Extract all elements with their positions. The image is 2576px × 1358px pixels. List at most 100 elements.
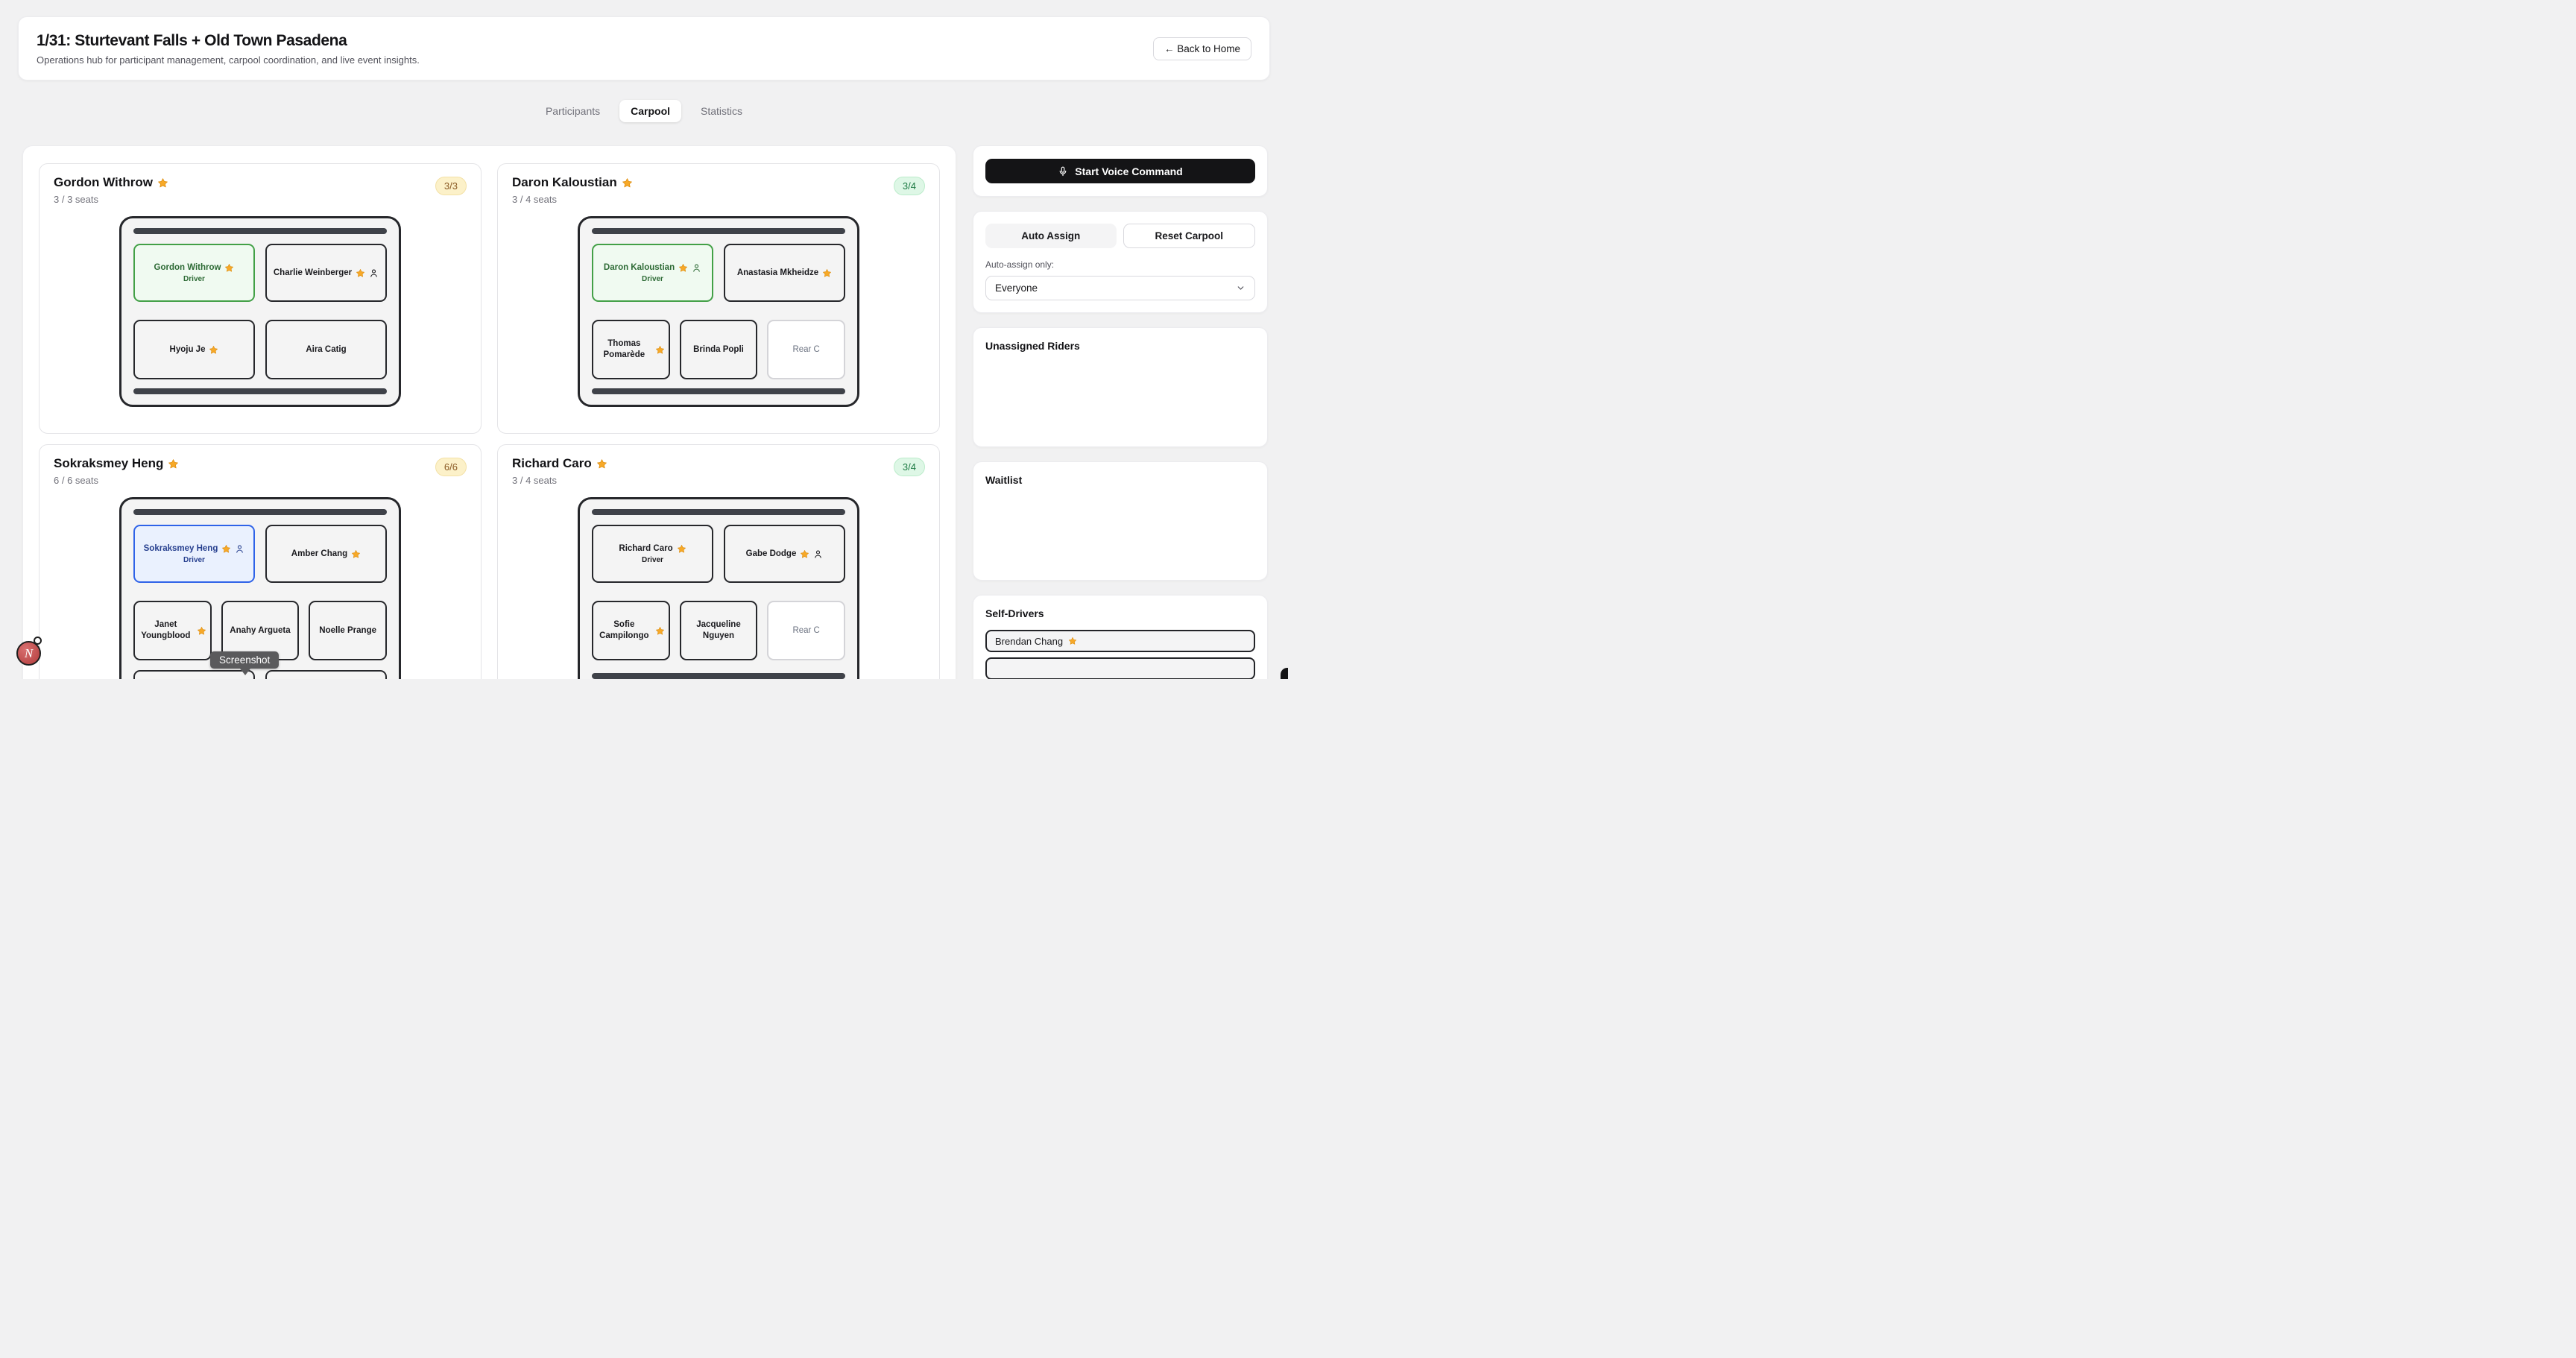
car-card-header: Richard Caro 3 / 4 seats 3/4 <box>512 456 925 486</box>
capacity-badge: 3/3 <box>435 177 467 195</box>
seat-driver[interactable]: Sokraksmey Heng Driver <box>133 525 255 583</box>
rear-window-bar <box>592 673 845 679</box>
star-icon <box>822 268 832 278</box>
car-card-header: Daron Kaloustian 3 / 4 seats 3/4 <box>512 175 925 205</box>
car-card-gordon-withrow: Gordon Withrow 3 / 3 seats 3/3 Gordon Wi… <box>39 163 482 434</box>
waitlist-title: Waitlist <box>985 474 1023 486</box>
tab-statistics[interactable]: Statistics <box>692 100 751 122</box>
rear-window-bar <box>592 388 845 394</box>
content-area: Gordon Withrow 3 / 3 seats 3/3 Gordon Wi… <box>22 145 1268 679</box>
self-drivers-title: Self-Drivers <box>985 607 1044 619</box>
car-card-daron-kaloustian: Daron Kaloustian 3 / 4 seats 3/4 Daron K… <box>497 163 940 434</box>
car-card-sokraksmey-heng: Sokraksmey Heng 6 / 6 seats 6/6 Sokraksm… <box>39 444 482 679</box>
front-seat-row: Sokraksmey Heng Driver Amber Chang <box>133 525 387 583</box>
seat-middle-center[interactable]: Jacqueline Nguyen <box>679 601 758 660</box>
self-drivers-card: Self-Drivers Brendan Chang <box>973 595 1268 679</box>
car-card-header: Sokraksmey Heng 6 / 6 seats 6/6 <box>54 456 467 486</box>
star-icon <box>677 544 686 554</box>
seat-front-passenger[interactable]: Anastasia Mkheidze <box>724 244 845 302</box>
seat-front-passenger[interactable]: Charlie Weinberger <box>265 244 387 302</box>
star-icon <box>678 263 688 273</box>
driver-label: Driver <box>642 556 663 565</box>
auto-assign-button[interactable]: Auto Assign <box>985 224 1117 248</box>
seat-rear-middle[interactable]: Brinda Popli <box>679 320 758 379</box>
seat-rear-left[interactable]: Thomas Pomarède <box>592 320 670 379</box>
windshield-bar <box>133 228 387 234</box>
presence-dot <box>34 637 42 645</box>
tab-carpool[interactable]: Carpool <box>619 100 682 122</box>
rear-window-bar <box>133 388 387 394</box>
seat-middle-left[interactable]: Janet Youngblood <box>133 601 212 660</box>
chevron-down-icon <box>1236 283 1246 293</box>
star-icon <box>209 345 218 355</box>
seat-rear-right-empty[interactable]: Rear C <box>767 320 845 379</box>
car-seats-label: 3 / 3 seats <box>54 194 98 205</box>
seat-driver[interactable]: Richard Caro Driver <box>592 525 713 583</box>
car-diagram: Gordon Withrow Driver Charlie Weinberger <box>119 216 401 407</box>
self-driver-item-partial[interactable] <box>985 657 1255 679</box>
auto-assign-card: Auto Assign Reset Carpool Auto-assign on… <box>973 211 1268 313</box>
star-icon <box>622 177 633 189</box>
self-driver-item[interactable]: Brendan Chang <box>985 630 1255 652</box>
reset-carpool-button[interactable]: Reset Carpool <box>1123 224 1255 248</box>
seat-rear-partial[interactable] <box>133 670 255 679</box>
auto-assign-only-label: Auto-assign only: <box>985 259 1055 270</box>
carpool-operations-page: 1/31: Sturtevant Falls + Old Town Pasade… <box>0 0 1288 679</box>
star-icon <box>351 549 361 559</box>
car-title: Sokraksmey Heng <box>54 456 179 471</box>
car-card-header: Gordon Withrow 3 / 3 seats 3/3 <box>54 175 467 205</box>
microphone-icon <box>1058 166 1068 177</box>
seat-front-passenger[interactable]: Amber Chang <box>265 525 387 583</box>
seat-middle-right[interactable]: Noelle Prange <box>309 601 387 660</box>
seat-middle-left[interactable]: Sofie Campilongo <box>592 601 670 660</box>
corner-widget[interactable] <box>1281 668 1288 679</box>
car-diagram: Daron Kaloustian Driver Anastasia Mkheid… <box>578 216 859 407</box>
star-icon <box>157 177 168 189</box>
seat-driver[interactable]: Gordon Withrow Driver <box>133 244 255 302</box>
car-title: Richard Caro <box>512 456 607 471</box>
seat-rear-left[interactable]: Hyoju Je <box>133 320 255 379</box>
star-icon <box>224 263 234 273</box>
rear-seat-row-partial <box>133 670 387 679</box>
windshield-bar <box>592 509 845 515</box>
auto-assign-scope-select[interactable]: Everyone <box>985 276 1255 300</box>
page-subtitle: Operations hub for participant managemen… <box>37 54 420 66</box>
driver-label: Driver <box>642 275 663 284</box>
car-seats-label: 3 / 4 seats <box>512 475 557 486</box>
seat-rear-right[interactable]: Aira Catig <box>265 320 387 379</box>
seat-middle-center[interactable]: Anahy Argueta <box>221 601 300 660</box>
seat-front-passenger[interactable]: Gabe Dodge <box>724 525 845 583</box>
capacity-badge: 6/6 <box>435 458 467 476</box>
front-seat-row: Gordon Withrow Driver Charlie Weinberger <box>133 244 387 302</box>
seat-rear-partial[interactable] <box>265 670 387 679</box>
person-icon <box>369 268 379 278</box>
car-diagram: Sokraksmey Heng Driver Amber Chang <box>119 497 401 679</box>
tab-bar: Participants Carpool Statistics <box>0 100 1288 122</box>
back-to-home-button[interactable]: ← Back to Home <box>1152 37 1251 60</box>
star-icon <box>356 268 365 278</box>
presence-bubble[interactable]: N <box>16 641 41 666</box>
screenshot-tooltip: Screenshot <box>210 651 280 675</box>
tab-participants[interactable]: Participants <box>537 100 609 122</box>
star-icon <box>596 458 607 470</box>
seat-middle-right-empty[interactable]: Rear C <box>767 601 845 660</box>
car-seats-label: 3 / 4 seats <box>512 194 557 205</box>
start-voice-command-button[interactable]: Start Voice Command <box>985 159 1255 183</box>
header: 1/31: Sturtevant Falls + Old Town Pasade… <box>18 16 1270 80</box>
capacity-badge: 3/4 <box>893 458 925 476</box>
waitlist-card: Waitlist <box>973 461 1268 581</box>
star-icon <box>168 458 179 470</box>
star-icon <box>1068 637 1077 645</box>
seat-driver[interactable]: Daron Kaloustian Driver <box>592 244 713 302</box>
star-icon <box>655 626 665 636</box>
driver-label: Driver <box>183 275 205 284</box>
front-seat-row: Daron Kaloustian Driver Anastasia Mkheid… <box>592 244 845 302</box>
middle-seat-row: Sofie Campilongo Jacqueline Nguyen Rear <box>592 601 845 660</box>
driver-label: Driver <box>183 556 205 565</box>
unassigned-riders-title: Unassigned Riders <box>985 340 1080 352</box>
header-text: 1/31: Sturtevant Falls + Old Town Pasade… <box>37 32 420 66</box>
rear-seat-row: Thomas Pomarède Brinda Popli Rear C <box>592 320 845 379</box>
unassigned-riders-card: Unassigned Riders <box>973 327 1268 447</box>
front-seat-row: Richard Caro Driver Gabe Dodge <box>592 525 845 583</box>
car-diagram: Richard Caro Driver Gabe Dodge <box>578 497 859 679</box>
